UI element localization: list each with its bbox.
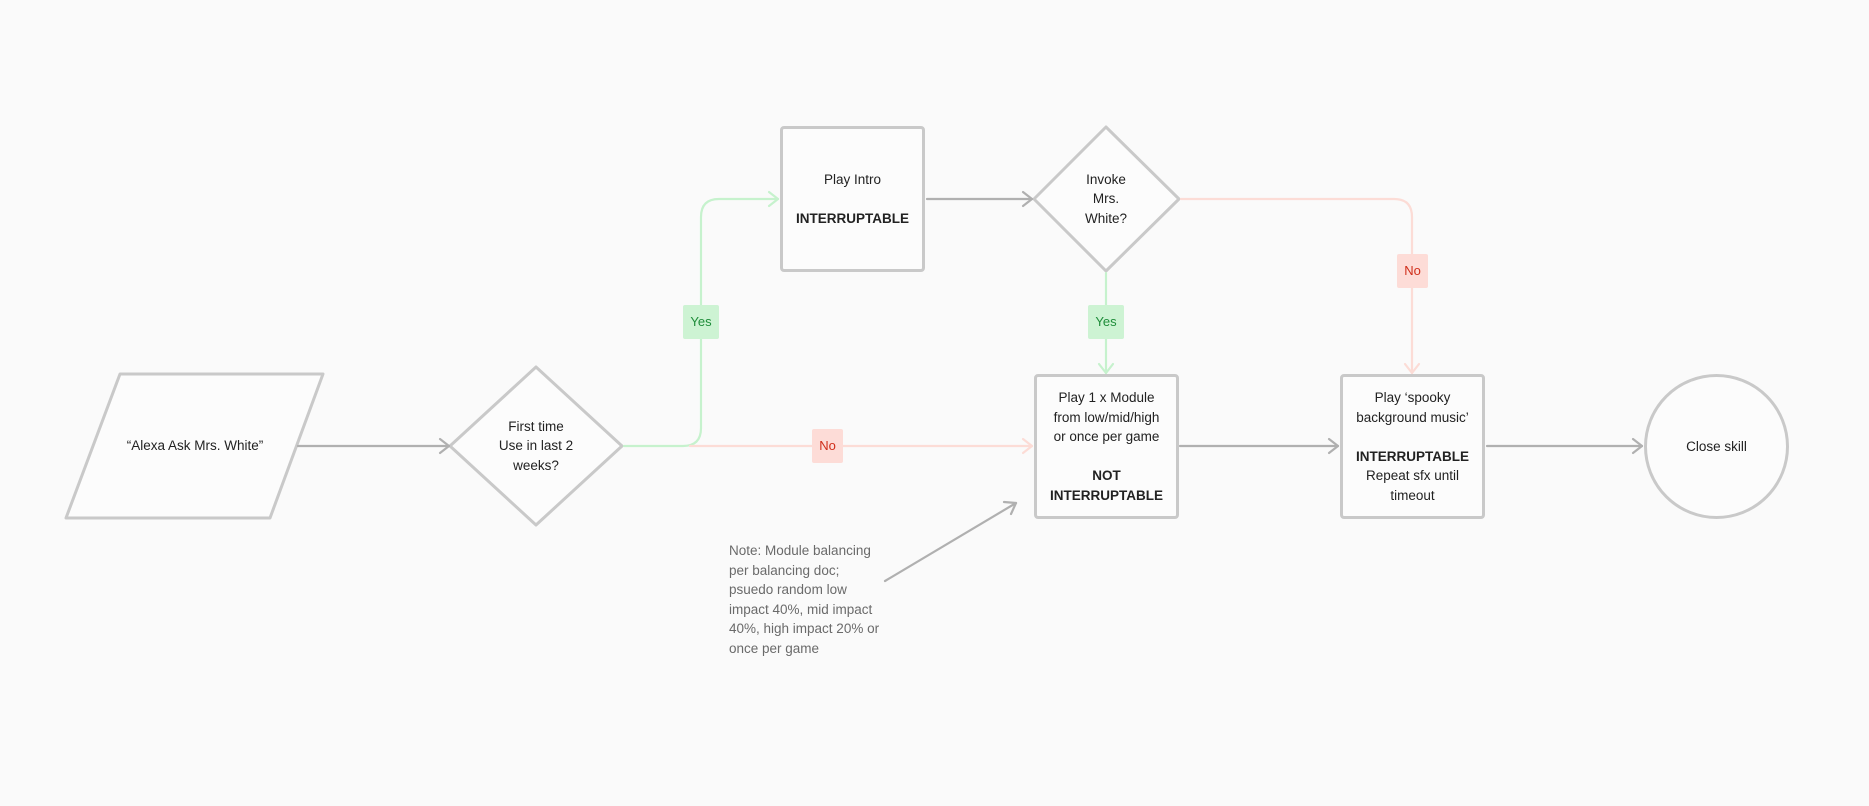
first-time-diamond-shape[interactable]: [448, 365, 624, 527]
play-intro-flag: INTERRUPTABLE: [796, 210, 909, 226]
spooky-music-node[interactable]: Play ‘spooky background music’ INTERRUPT…: [1340, 374, 1485, 519]
spooky-sub-line-2: timeout: [1390, 487, 1435, 503]
annotation-arrow: [883, 500, 1018, 583]
play-module-line-2: from low/mid/high: [1053, 409, 1160, 425]
connector-module-to-spooky: [1178, 437, 1340, 455]
spooky-line-1: Play ‘spooky: [1374, 390, 1451, 405]
balancing-note: Note: Module balancing per balancing doc…: [729, 541, 899, 658]
play-module-node[interactable]: Play 1 x Module from low/mid/high or onc…: [1034, 374, 1179, 519]
play-module-line-1: Play 1 x Module: [1058, 390, 1155, 405]
spooky-line-2: background music’: [1356, 409, 1469, 425]
close-skill-node[interactable]: Close skill: [1644, 374, 1789, 519]
invoke-diamond-shape[interactable]: [1032, 125, 1181, 273]
connector-start-to-first-time: [296, 437, 451, 455]
note-line-1: Note: Module balancing: [729, 543, 871, 558]
yes-label-first-time: Yes: [683, 305, 719, 339]
note-line-5: 40%, high impact 20% or: [729, 621, 880, 636]
close-skill-label: Close skill: [1686, 438, 1747, 454]
connector-invoke-no: [1179, 197, 1421, 375]
note-line-4: impact 40%, mid impact: [729, 601, 873, 617]
start-parallelogram-shape[interactable]: [64, 372, 325, 520]
play-module-flag-1: NOT: [1092, 468, 1121, 483]
note-line-3: psuedo random low: [729, 582, 847, 597]
no-label-invoke: No: [1397, 254, 1428, 288]
play-intro-node[interactable]: Play Intro INTERRUPTABLE: [780, 126, 925, 272]
connector-first-time-no: [688, 437, 1034, 455]
spooky-flag: INTERRUPTABLE: [1356, 448, 1469, 464]
play-module-flag-2: INTERRUPTABLE: [1050, 487, 1163, 503]
play-module-line-3: or once per game: [1053, 429, 1160, 444]
connector-intro-to-invoke: [925, 190, 1034, 208]
note-line-2: per balancing doc;: [729, 562, 840, 578]
connector-spooky-to-close: [1485, 437, 1644, 455]
note-line-6: once per game: [729, 640, 820, 656]
spooky-sub-line-1: Repeat sfx until: [1365, 468, 1460, 483]
no-label-first-time: No: [812, 429, 843, 463]
yes-label-invoke: Yes: [1088, 305, 1124, 339]
play-intro-title: Play Intro: [823, 171, 882, 187]
